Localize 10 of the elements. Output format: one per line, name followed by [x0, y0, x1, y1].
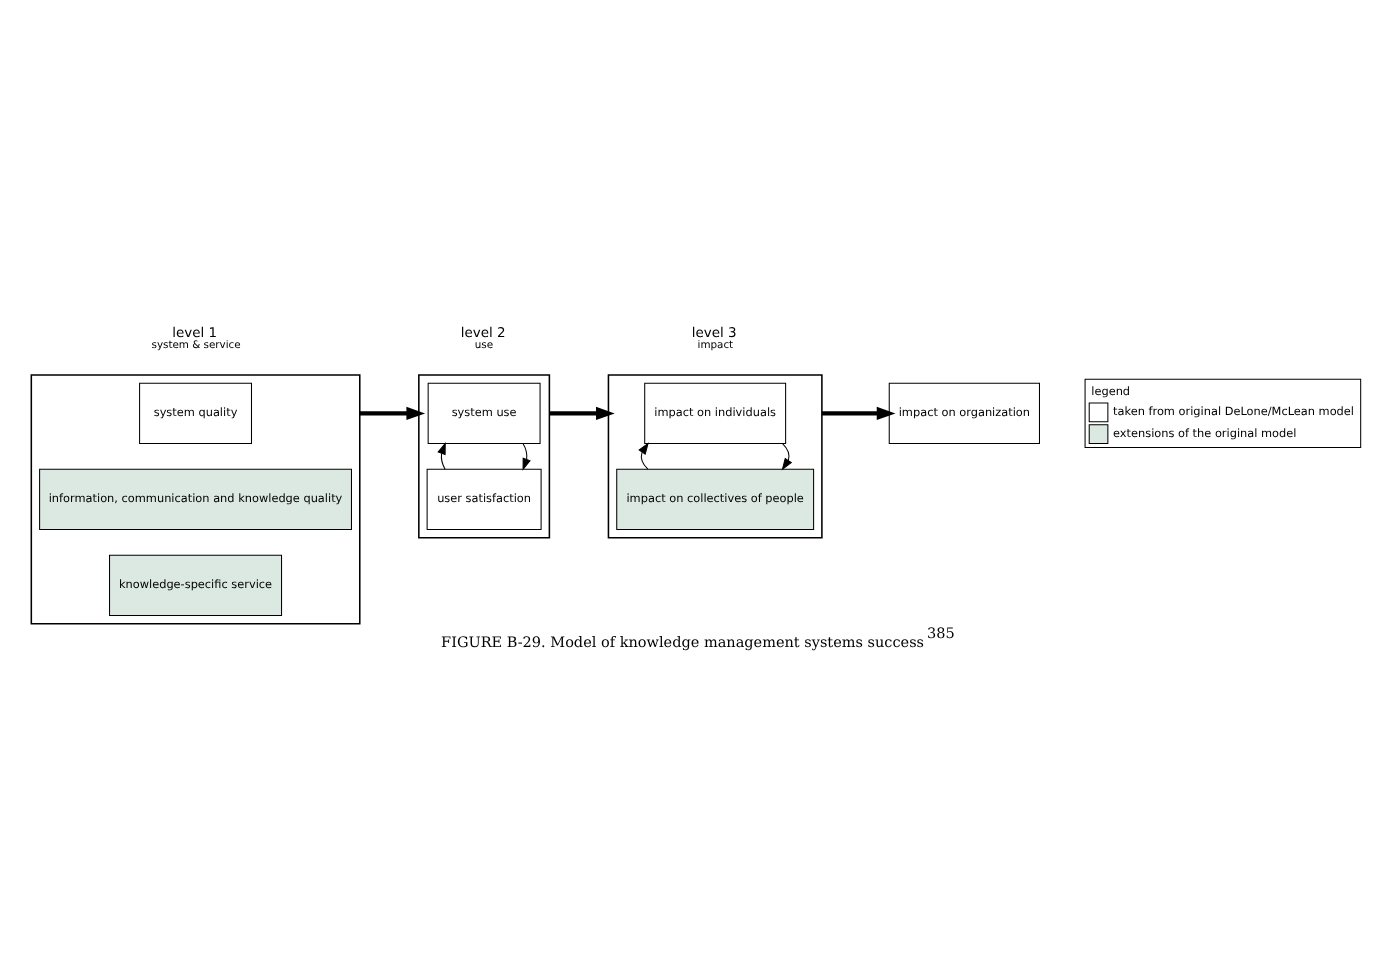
arrow — [821, 405, 896, 419]
arrow — [638, 441, 649, 469]
arrow — [522, 441, 531, 470]
cluster — [607, 373, 823, 538]
cluster — [418, 373, 551, 538]
arrow — [437, 441, 446, 469]
cluster — [30, 373, 361, 624]
arrow — [359, 405, 426, 419]
arrow — [781, 441, 793, 470]
arrow — [549, 405, 615, 419]
